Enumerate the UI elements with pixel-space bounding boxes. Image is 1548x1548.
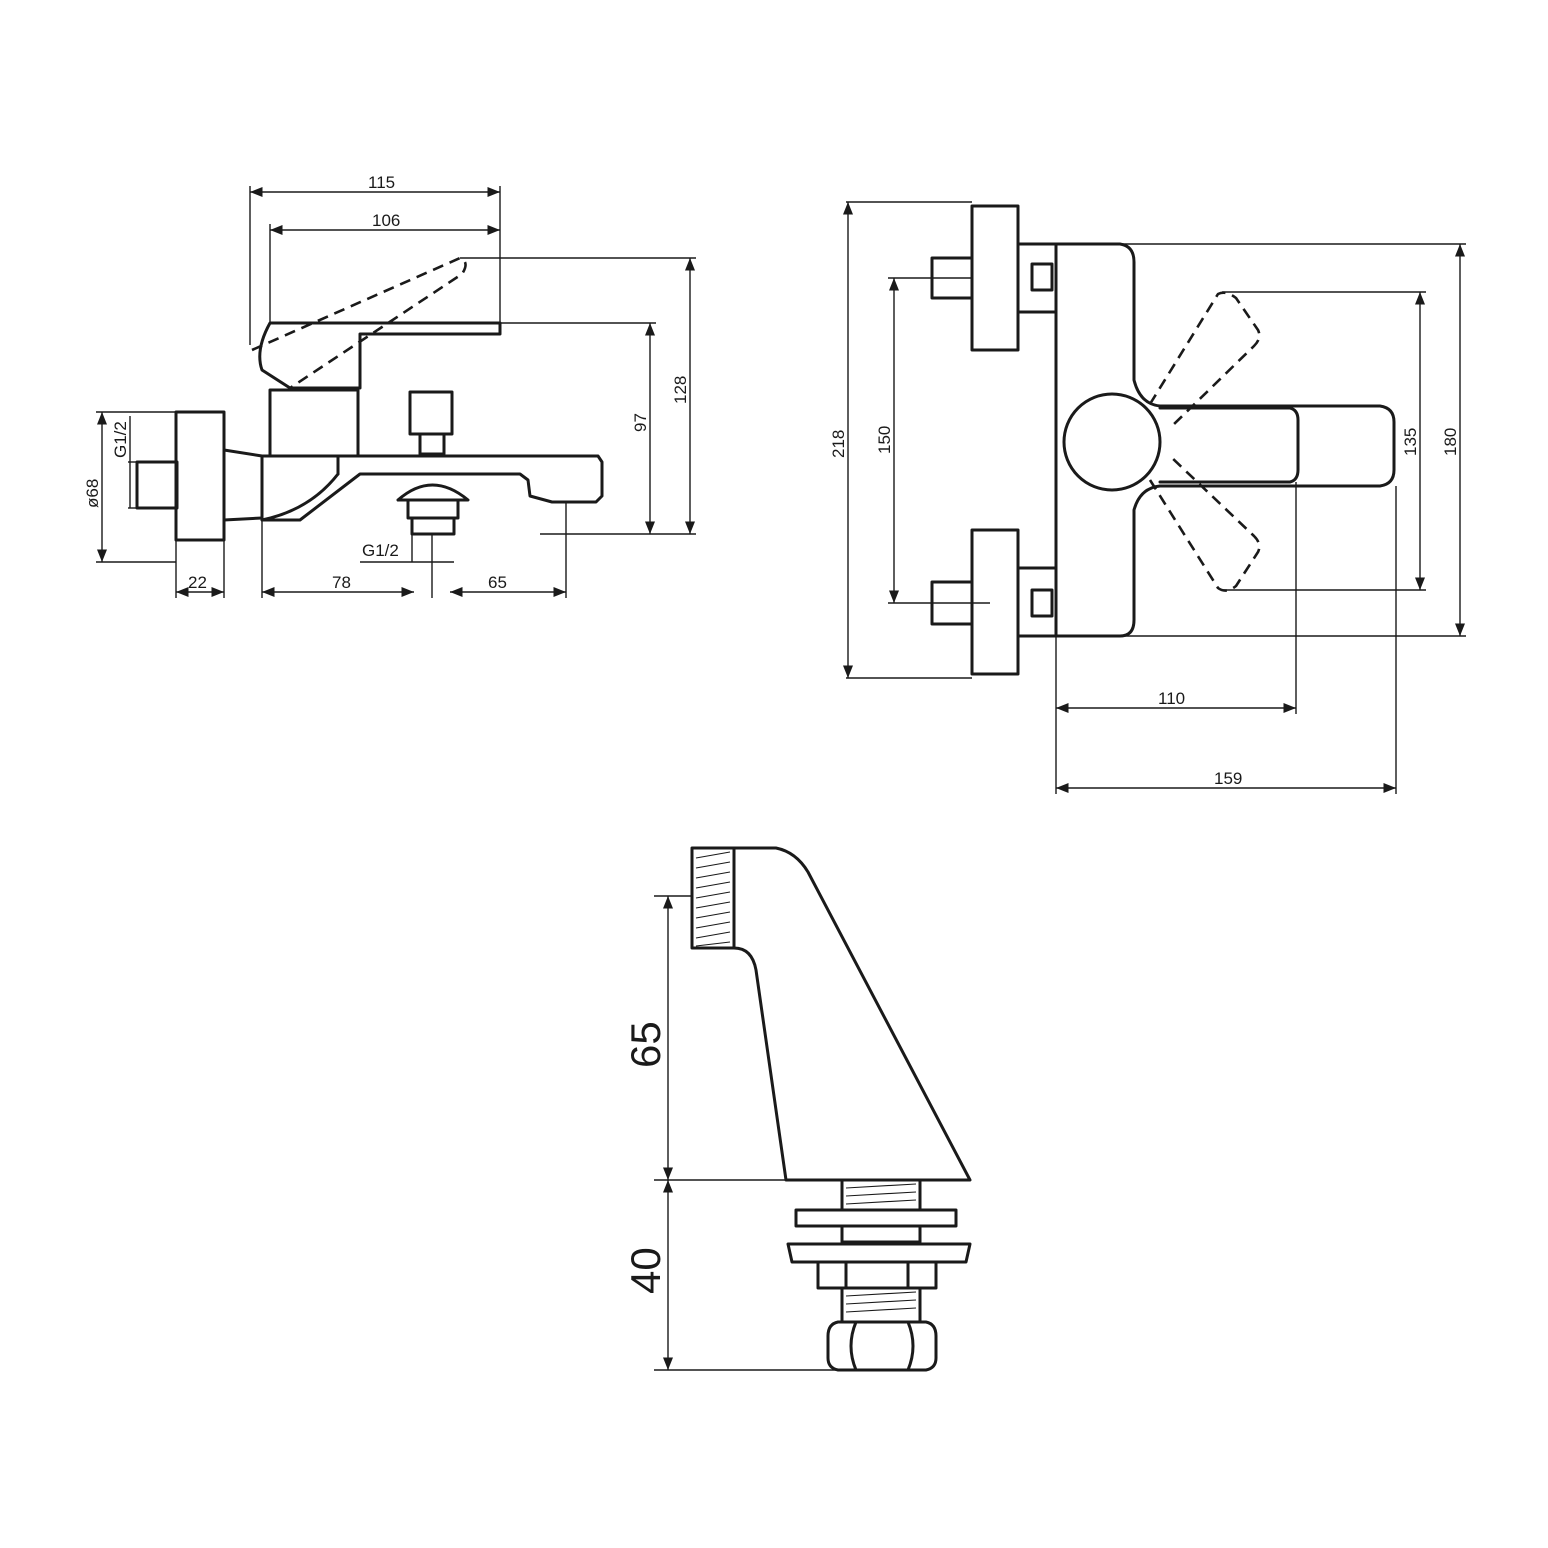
dim-65-detail: 65 [622, 1021, 669, 1068]
spout-body [260, 454, 604, 522]
thread-hatch [695, 851, 731, 947]
dim-128: 128 [671, 376, 690, 404]
dim-159: 159 [1214, 769, 1242, 788]
lever-slot [1158, 406, 1300, 484]
tapered-body [732, 846, 972, 1182]
upper-rosette [970, 204, 1020, 352]
lever-raised [251, 256, 467, 390]
arm [222, 448, 264, 522]
dim-115: 115 [368, 173, 395, 192]
lock-nut [816, 1260, 938, 1290]
dim-135: 135 [1401, 428, 1420, 456]
dim-218: 218 [829, 430, 848, 458]
dim-inlet-g12: G1/2 [111, 421, 130, 458]
lever-swing-down [1148, 455, 1261, 592]
fixing-washer [786, 1242, 972, 1264]
mixer-cap [1062, 392, 1162, 492]
lever-lowered [258, 321, 502, 390]
dim-78: 78 [332, 573, 351, 592]
dim-65-side: 65 [488, 573, 507, 592]
dim-150: 150 [875, 426, 894, 454]
lever-swing-up [1148, 291, 1261, 429]
dim-106: 106 [372, 211, 400, 230]
dim-110: 110 [1158, 689, 1185, 708]
wall-rosette [174, 410, 226, 542]
flange-washer [794, 1208, 958, 1228]
dim-97: 97 [631, 413, 650, 432]
side-view: 115 106 128 97 ø68 G1/2 22 78 65 [83, 173, 696, 598]
top-view: 218 150 180 135 110 159 [829, 201, 1466, 794]
lower-rosette [970, 528, 1020, 676]
dim-outlet-g12: G1/2 [362, 541, 399, 560]
inlet-nipple [135, 460, 179, 510]
dim-40: 40 [622, 1247, 669, 1294]
hose-thread [690, 846, 736, 950]
outlet-dome [396, 483, 470, 502]
hex-nut [826, 1320, 938, 1372]
diverter-knob [408, 390, 454, 436]
dim-d68: ø68 [83, 479, 102, 508]
dim-22: 22 [188, 573, 207, 592]
detail-view: 65 40 [622, 846, 972, 1372]
dim-180: 180 [1441, 428, 1460, 456]
spout-curve [260, 472, 340, 522]
body-outline [1054, 242, 1396, 638]
mixer-column [268, 388, 360, 458]
